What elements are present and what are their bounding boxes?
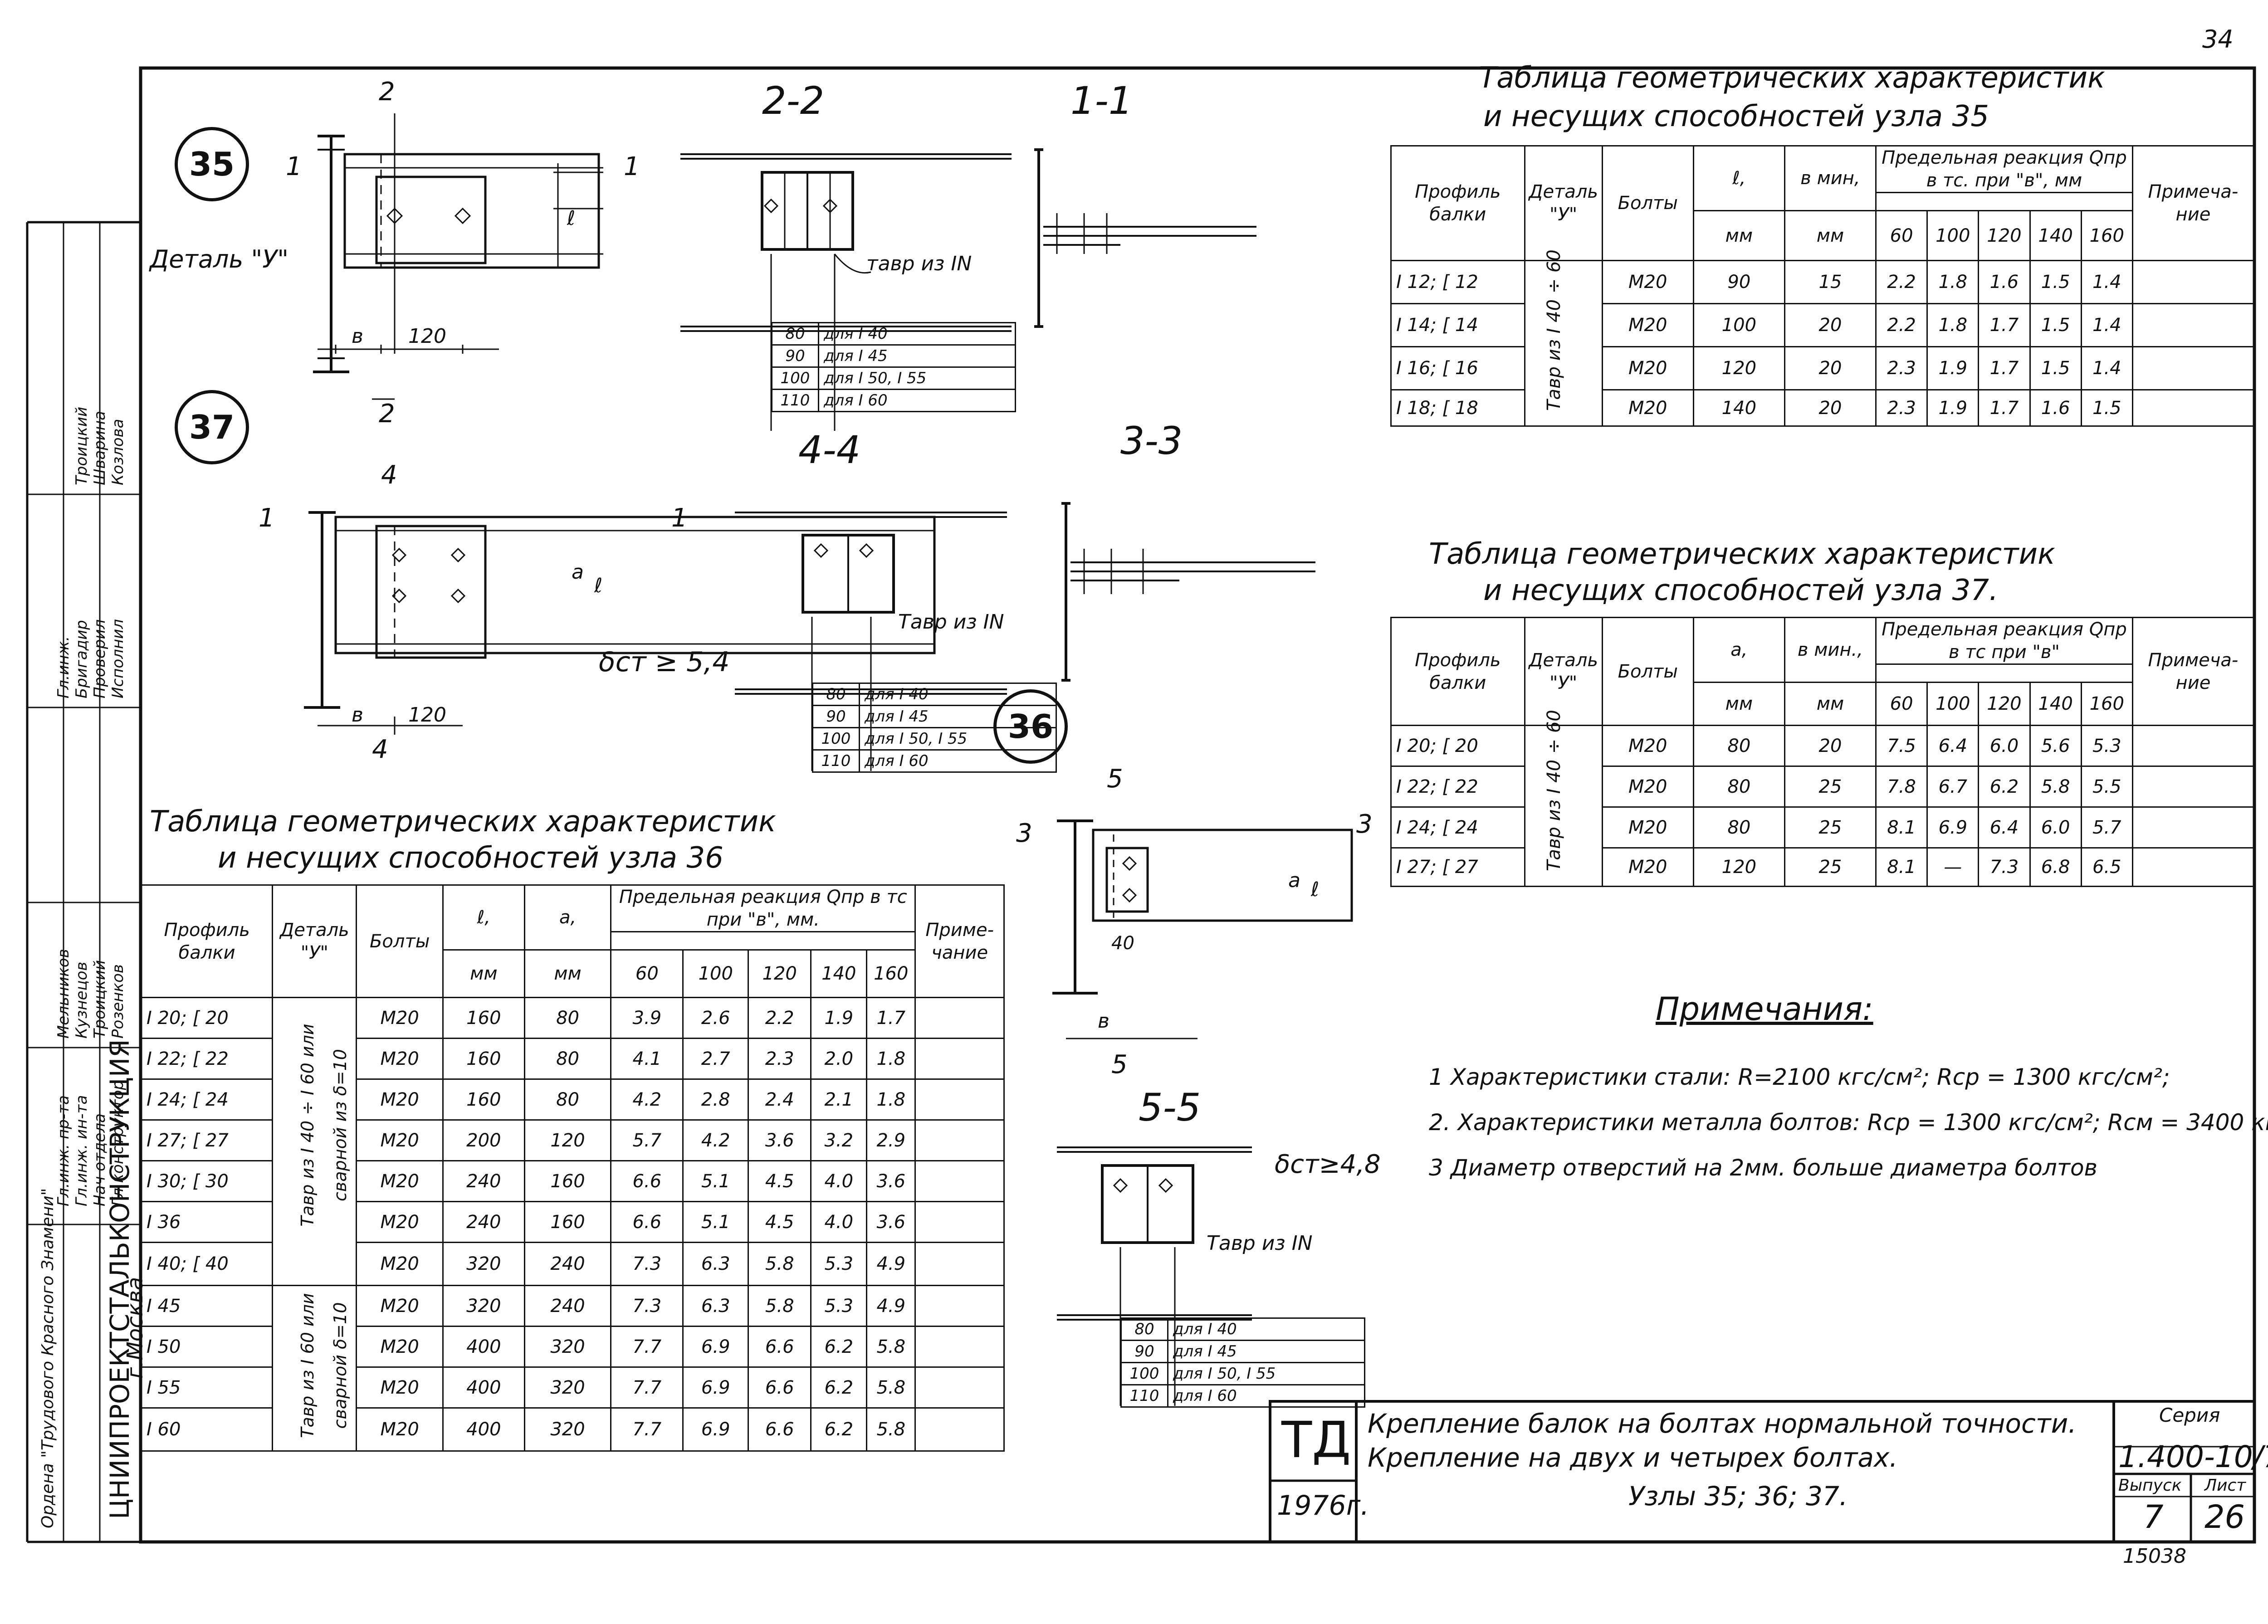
node-35-badge: 35 <box>175 127 249 201</box>
table37-title-line2: и несущих способностей узла 37. <box>1483 574 1999 607</box>
note-1: 1 Характеристики стали: R=2100 кгс/см²; … <box>1429 1064 2170 1090</box>
side-name-1: Троицкий <box>91 960 109 1039</box>
tavr-label-22: тавр из IN <box>866 252 972 275</box>
stamp-year: 1976г. <box>1277 1490 1369 1522</box>
stamp-title-line3: Узлы 35; 36; 37. <box>1628 1481 1848 1512</box>
side-name2-0: Козлова <box>109 419 127 485</box>
side-role-3: Гл.инж. пр-та <box>54 1095 73 1206</box>
dim-l-35: ℓ <box>567 207 576 230</box>
side-name-0: Розенков <box>109 964 127 1039</box>
table37-detail-merged: Тавр из I 40 ÷ 60 <box>1543 710 1564 871</box>
side-org-award: Ордена "Трудового Красного Знамени" <box>39 1188 57 1528</box>
side-name-3: Мельников <box>54 949 73 1039</box>
cut-mark-1-left-37: 1 <box>259 503 275 533</box>
stamp-title-line2: Крепление на двух и четырех болтах. <box>1368 1442 1898 1473</box>
node-37-badge: 37 <box>175 390 249 464</box>
delta-54-label: δст ≥ 5,4 <box>599 646 730 678</box>
dim-l-37: ℓ <box>594 574 603 597</box>
table35-title-line2: и несущих способностей узла 35 <box>1483 100 1989 133</box>
archive-number: 15038 <box>2123 1545 2186 1568</box>
table-35: Профиль балки Деталь "У" Болты ℓ, в мин,… <box>1390 145 2255 427</box>
stamp-sheet-value: 26 <box>2204 1498 2245 1536</box>
section-5-5-title: 5-5 <box>1139 1085 1201 1130</box>
note-2: 2. Характеристики металла болтов: Rср = … <box>1429 1109 2268 1136</box>
side-role2-2: Бригадир <box>73 620 91 698</box>
dim-40-36: 40 <box>1111 933 1134 954</box>
table36-title-line2: и несущих способностей узла 36 <box>218 841 723 875</box>
cut-mark-5-top: 5 <box>1107 764 1123 794</box>
table-36: Профиль балки Деталь "У" Болты ℓ, а, Пре… <box>140 884 1005 1452</box>
cut-mark-4-bottom: 4 <box>372 735 388 764</box>
side-name2-2: Троицкий <box>73 406 91 485</box>
cut-mark-1-right-37: 1 <box>671 503 688 533</box>
side-name2-1: Шварина <box>91 411 109 485</box>
dim-b-37: в <box>352 703 363 727</box>
table36-detail-merged-1: Тавр из I 40 ÷ I 60 или сварной из δ=10 <box>298 1024 351 1227</box>
notes-title: Примечания: <box>1656 990 1873 1028</box>
side-role2-1: Проверил <box>91 619 109 698</box>
page-number: 34 <box>2202 25 2234 54</box>
side-org-city: г.Москва <box>122 1277 148 1379</box>
table36-title-line1: Таблица геометрических характеристик <box>150 805 776 839</box>
stamp-issue-value: 7 <box>2143 1498 2164 1536</box>
side-role-0: Гл.конструктор <box>109 1080 127 1206</box>
table-37: Профиль балки Деталь "У" Болты а, в мин.… <box>1390 617 2255 887</box>
dim-a-36: а <box>1288 869 1300 892</box>
section-4-4-title: 4-4 <box>798 428 861 472</box>
section-2-2-title: 2-2 <box>762 78 825 123</box>
stamp-sheet-label: Лист <box>2204 1476 2246 1495</box>
dim-120-37: 120 <box>408 703 446 727</box>
table36-detail-merged-2: Тавр из I 60 или сварной δ=10 <box>298 1293 351 1438</box>
dim-120-35: 120 <box>408 325 446 348</box>
cut-mark-2-bottom: 2 <box>379 399 395 429</box>
stamp-issue-label: Выпуск <box>2118 1476 2182 1495</box>
section-3-3-title: 3-3 <box>1120 419 1183 463</box>
tavr-label-55: Тавр из IN <box>1207 1232 1313 1255</box>
dim-b-36: в <box>1098 1010 1110 1033</box>
table35-detail-merged: Тавр из I 40 ÷ 60 <box>1543 249 1564 411</box>
stamp-title-line1: Крепление балок на болтах нормальной точ… <box>1368 1408 2077 1439</box>
detail-y-label: Деталь "У" <box>150 245 289 273</box>
cut-mark-4-top: 4 <box>381 460 397 490</box>
table37-title-line1: Таблица геометрических характеристик <box>1429 537 2055 571</box>
cut-mark-2-top: 2 <box>379 77 395 107</box>
stamp-series-label: Серия <box>2159 1404 2220 1426</box>
dim-b-35: в <box>352 325 363 348</box>
dim-l-36: ℓ <box>1311 878 1320 901</box>
cut-mark-3-right: 3 <box>1356 810 1373 839</box>
section-1-1-title: 1-1 <box>1070 78 1133 123</box>
tavr-label-44: Тавр из IN <box>898 610 1004 634</box>
cut-mark-3-left: 3 <box>1016 819 1032 848</box>
side-role-2: Гл.инж. ин-та <box>73 1095 91 1206</box>
side-name-2: Кузнецов <box>73 961 91 1039</box>
delta-48-label: δст≥4,8 <box>1275 1150 1381 1179</box>
side-role2-0: Исполнил <box>109 619 127 698</box>
note-3: 3 Диаметр отверстий на 2мм. больше диаме… <box>1429 1155 2097 1181</box>
stamp-td: ТД <box>1281 1411 1351 1469</box>
dim-a-37: а <box>572 561 584 584</box>
cut-mark-1-left: 1 <box>286 152 302 181</box>
table35-title-line1: Таблица геометрических характеристик <box>1479 61 2105 95</box>
side-role2-3: Гл.инж. <box>54 636 73 698</box>
stamp-series-value: 1.400-10/7 <box>2118 1439 2268 1474</box>
cut-mark-1-right: 1 <box>624 152 640 181</box>
cut-mark-5-bottom: 5 <box>1111 1050 1128 1079</box>
side-role-1: Нач отдела <box>91 1113 109 1206</box>
